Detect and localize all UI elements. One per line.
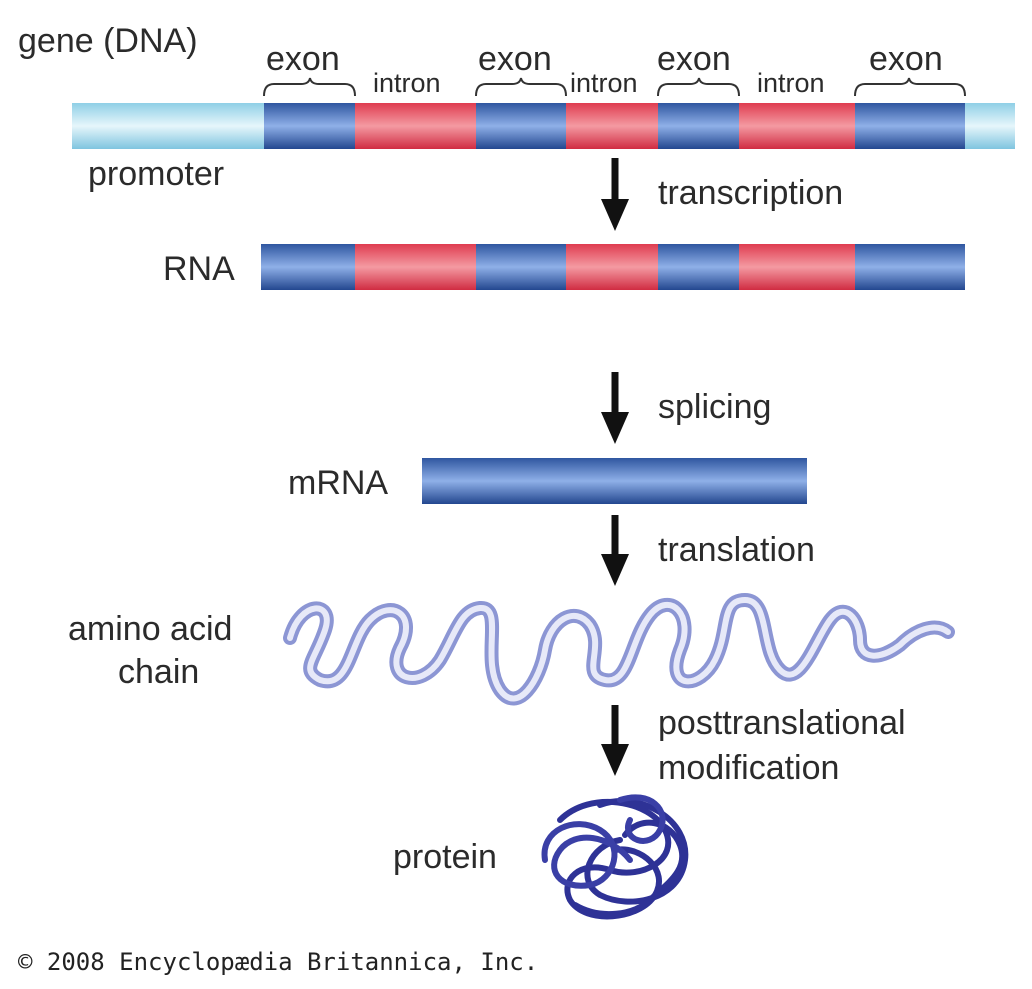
dna-intron-3 bbox=[739, 103, 855, 149]
splicing-label: splicing bbox=[658, 388, 771, 426]
rna-exon-3 bbox=[658, 244, 739, 290]
dna-intron-2 bbox=[566, 103, 658, 149]
rna-exon-1 bbox=[261, 244, 355, 290]
exon-label-2: exon bbox=[478, 40, 552, 78]
dna-exon-3 bbox=[658, 103, 739, 149]
amino-acid-chain bbox=[283, 593, 955, 706]
exon-label-1: exon bbox=[266, 40, 340, 78]
promoter-segment bbox=[72, 103, 264, 149]
exon-braces bbox=[263, 77, 966, 97]
exon-brace-2 bbox=[475, 77, 567, 97]
splicing-arrow bbox=[601, 372, 629, 444]
transcription-label: transcription bbox=[658, 174, 843, 212]
copyright-text: © 2008 Encyclopædia Britannica, Inc. bbox=[18, 948, 538, 976]
gene-label: gene (DNA) bbox=[18, 22, 198, 60]
protein-label: protein bbox=[393, 838, 497, 876]
dna-intron-1 bbox=[355, 103, 476, 149]
dna-bar bbox=[72, 103, 1015, 149]
dna-tail bbox=[965, 103, 1015, 149]
exon-label-3: exon bbox=[657, 40, 731, 78]
posttranslational-label-line1: posttranslational bbox=[658, 704, 906, 742]
posttranslational-label-line2: modification bbox=[658, 749, 839, 787]
posttranslational-arrow bbox=[601, 705, 629, 776]
rna-exon-4 bbox=[855, 244, 965, 290]
promoter-label: promoter bbox=[88, 155, 224, 193]
dna-exon-2 bbox=[476, 103, 566, 149]
translation-label: translation bbox=[658, 531, 815, 569]
amino-acid-chain-label-line2: chain bbox=[118, 653, 199, 691]
rna-intron-1 bbox=[355, 244, 476, 290]
exon-brace-4 bbox=[854, 77, 966, 97]
translation-arrow bbox=[601, 515, 629, 586]
exon-brace-1 bbox=[263, 77, 356, 97]
mrna-bar bbox=[422, 458, 807, 504]
rna-label: RNA bbox=[163, 250, 235, 288]
intron-label-2: intron bbox=[570, 68, 638, 98]
dna-exon-4 bbox=[855, 103, 965, 149]
transcription-arrow bbox=[601, 158, 629, 231]
rna-bar bbox=[261, 244, 965, 290]
dna-exon-1 bbox=[264, 103, 355, 149]
amino-acid-chain-label-line1: amino acid bbox=[68, 610, 232, 648]
exon-label-4: exon bbox=[869, 40, 943, 78]
mrna-label: mRNA bbox=[288, 464, 388, 502]
protein-tangle bbox=[541, 794, 689, 920]
rna-intron-3 bbox=[739, 244, 855, 290]
intron-label-1: intron bbox=[373, 68, 441, 98]
intron-label-3: intron bbox=[757, 68, 825, 98]
rna-exon-2 bbox=[476, 244, 566, 290]
rna-intron-2 bbox=[566, 244, 658, 290]
exon-brace-3 bbox=[657, 77, 740, 97]
